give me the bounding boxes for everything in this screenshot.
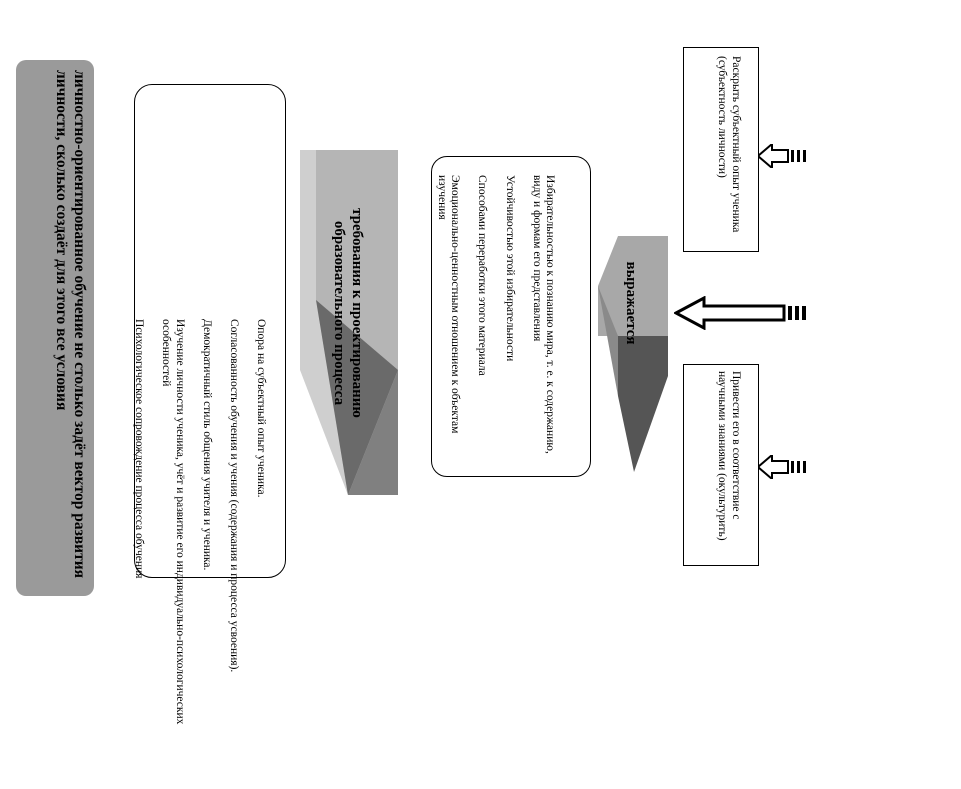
manifestation-item: Способами переработки этого материала (476, 175, 489, 376)
requirement-item: Изучение личности ученика, учёт и развит… (160, 319, 186, 725)
requirements-list: Опора на субъектный опыт ученика. Соглас… (118, 319, 281, 789)
arrow-left-icon (758, 455, 806, 479)
manifestation-list: Избирательностью к познанию мира, т. е. … (420, 175, 570, 475)
manifestation-item: Эмоционально-ценностным отношением к объ… (435, 175, 462, 434)
requirements-box: Опора на субъектный опыт ученика. Соглас… (133, 84, 286, 724)
goal-text-2: Привести его в соответствие с научными з… (716, 371, 742, 541)
arrow-left-icon (674, 296, 806, 330)
main-statement-bar: личностно-ориентированное обучение не ст… (16, 60, 94, 596)
main-statement-text: личностно-ориентированное обучение не ст… (53, 70, 88, 579)
requirement-item: Опора на субъектный опыт ученика. (255, 319, 268, 498)
manifestation-box: Избирательностью к познанию мира, т. е. … (431, 156, 591, 477)
manifestation-item: Избирательностью к познанию мира, т. е. … (530, 175, 557, 454)
requirement-item: Демократичный стиль общения учителя и уч… (201, 319, 214, 571)
manifestation-arrow (598, 236, 668, 472)
goal-box-1: Раскрыть субъектный опыт ученика (субъек… (683, 47, 759, 252)
manifestation-item: Устойчивостью этой избирательности (503, 175, 516, 362)
arrow-left-icon (758, 144, 806, 168)
goal-box-2: Привести его в соответствие с научными з… (683, 364, 759, 566)
requirement-item: Согласованность обучения и учения (содер… (228, 319, 241, 673)
requirements-header: требования к проектированию образователь… (331, 208, 365, 418)
goal-text-1: Раскрыть субъектный опыт ученика (субъек… (716, 56, 742, 233)
manifestation-label: выражается (623, 261, 639, 345)
requirement-item: Психологическое сопровождение процесса о… (133, 319, 146, 579)
requirements-arrow (300, 150, 398, 495)
